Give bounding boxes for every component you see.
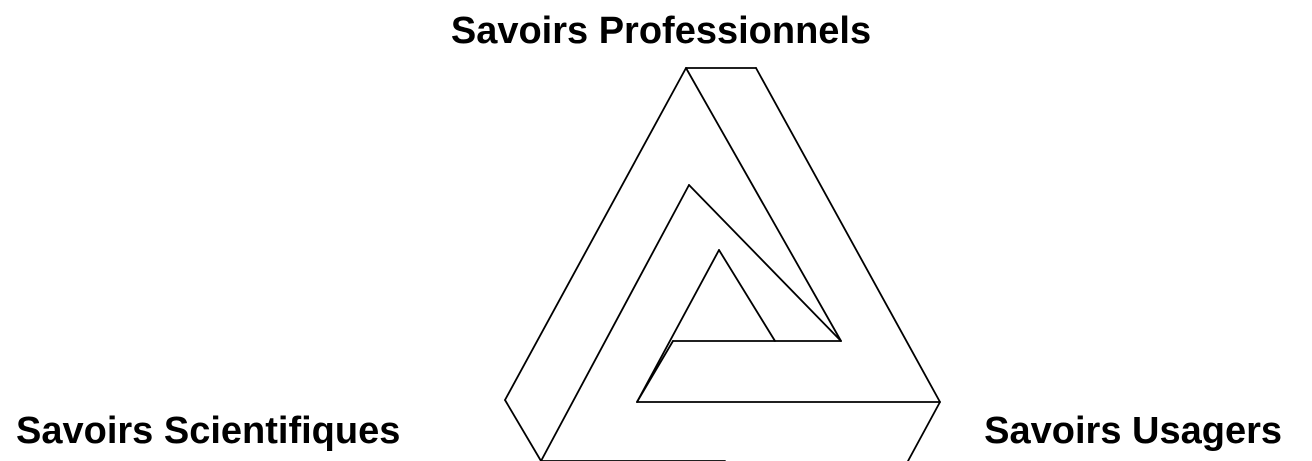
impossible-triangle-edges (505, 68, 940, 461)
triangle-edge (505, 68, 686, 400)
triangle-edge (637, 341, 673, 402)
triangle-edge (637, 250, 719, 402)
triangle-edge (541, 185, 689, 461)
triangle-edge (908, 402, 940, 461)
triangle-edge (505, 400, 541, 461)
triangle-edge (756, 68, 940, 402)
